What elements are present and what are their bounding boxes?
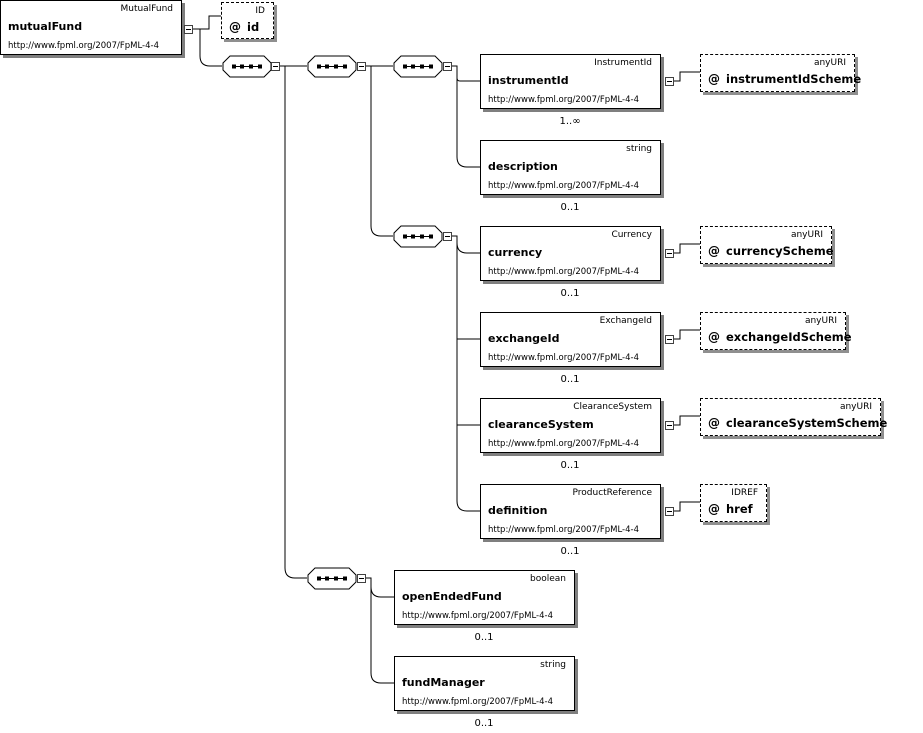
element-currency[interactable]: Currency currency http://www.fpml.org/20… <box>480 226 661 281</box>
attribute-marker: @ <box>708 330 720 344</box>
collapse-toggle-icon[interactable] <box>665 249 674 258</box>
attribute-type: ID <box>255 6 265 16</box>
element-namespace: http://www.fpml.org/2007/FpML-4-4 <box>488 525 640 535</box>
collapse-toggle-icon[interactable] <box>665 421 674 430</box>
element-namespace: http://www.fpml.org/2007/FpML-4-4 <box>488 439 640 449</box>
attribute-name: id <box>247 20 260 34</box>
attribute-name: currencyScheme <box>726 244 834 258</box>
attribute-marker: @ <box>229 20 241 34</box>
element-name: exchangeId <box>488 332 560 345</box>
element-name: clearanceSystem <box>488 418 594 431</box>
attribute-type: IDREF <box>731 488 758 498</box>
attribute-currencyScheme[interactable]: anyURI @ currencyScheme <box>700 226 834 264</box>
element-type: Currency <box>611 230 652 240</box>
collapse-toggle-icon[interactable] <box>443 62 452 71</box>
attribute-name: clearanceSystemScheme <box>726 416 888 430</box>
attribute-type: anyURI <box>813 58 846 68</box>
element-type: string <box>540 660 566 670</box>
multiplicity-label: 0..1 <box>560 374 580 385</box>
element-name: description <box>488 160 558 173</box>
element-namespace: http://www.fpml.org/2007/FpML-4-4 <box>488 353 640 363</box>
attribute-type: anyURI <box>804 316 837 326</box>
attribute-marker: @ <box>708 416 720 430</box>
element-instrumentId[interactable]: InstrumentId instrumentId http://www.fpm… <box>480 54 661 109</box>
element-namespace: http://www.fpml.org/2007/FpML-4-4 <box>402 697 554 707</box>
collapse-toggle-icon[interactable] <box>184 25 193 34</box>
multiplicity-label: 0..1 <box>474 632 494 643</box>
attribute-clearanceSystemScheme[interactable]: anyURI @ clearanceSystemScheme <box>700 398 887 436</box>
element-name: openEndedFund <box>402 590 502 603</box>
element-type: ProductReference <box>572 488 653 498</box>
attribute-name: href <box>726 502 753 516</box>
root-namespace: http://www.fpml.org/2007/FpML-4-4 <box>8 41 160 51</box>
attribute-marker: @ <box>708 72 720 86</box>
sequence-compositor-icon[interactable] <box>307 55 357 78</box>
collapse-toggle-icon[interactable] <box>357 62 366 71</box>
collapse-toggle-icon[interactable] <box>665 507 674 516</box>
attribute-type: anyURI <box>790 230 823 240</box>
element-type: ExchangeId <box>599 316 652 326</box>
sequence-compositor-icon[interactable] <box>393 55 443 78</box>
element-namespace: http://www.fpml.org/2007/FpML-4-4 <box>488 267 640 277</box>
attribute-marker: @ <box>708 244 720 258</box>
multiplicity-label: 0..1 <box>560 460 580 471</box>
sequence-compositor-icon[interactable] <box>307 567 357 590</box>
collapse-toggle-icon[interactable] <box>665 335 674 344</box>
element-name: currency <box>488 246 543 259</box>
attribute-href[interactable]: IDREF @ href <box>700 484 767 522</box>
collapse-toggle-icon[interactable] <box>665 77 674 86</box>
collapse-toggle-icon[interactable] <box>357 574 366 583</box>
element-openEndedFund[interactable]: boolean openEndedFund http://www.fpml.or… <box>394 570 575 625</box>
sequence-compositor-icon[interactable] <box>393 225 443 248</box>
attribute-name: instrumentIdScheme <box>726 72 862 86</box>
element-namespace: http://www.fpml.org/2007/FpML-4-4 <box>488 181 640 191</box>
multiplicity-label: 1..∞ <box>559 116 581 127</box>
element-type: InstrumentId <box>594 58 652 68</box>
attribute-id[interactable]: ID @ id <box>221 2 274 39</box>
element-fundManager[interactable]: string fundManager http://www.fpml.org/2… <box>394 656 575 711</box>
attribute-name: exchangeIdScheme <box>726 330 852 344</box>
attribute-instrumentIdScheme[interactable]: anyURI @ instrumentIdScheme <box>700 54 861 92</box>
element-description[interactable]: string description http://www.fpml.org/2… <box>480 140 661 195</box>
root-type: MutualFund <box>120 4 173 14</box>
element-name: fundManager <box>402 676 485 689</box>
attribute-exchangeIdScheme[interactable]: anyURI @ exchangeIdScheme <box>700 312 852 350</box>
root-name: mutualFund <box>8 20 83 33</box>
element-name: definition <box>488 504 548 517</box>
attribute-marker: @ <box>708 502 720 516</box>
element-definition[interactable]: ProductReference definition http://www.f… <box>480 484 661 539</box>
attribute-type: anyURI <box>839 402 872 412</box>
element-namespace: http://www.fpml.org/2007/FpML-4-4 <box>488 95 640 105</box>
element-clearanceSystem[interactable]: ClearanceSystem clearanceSystem http://w… <box>480 398 661 453</box>
element-exchangeId[interactable]: ExchangeId exchangeId http://www.fpml.or… <box>480 312 661 367</box>
element-namespace: http://www.fpml.org/2007/FpML-4-4 <box>402 611 554 621</box>
multiplicity-label: 0..1 <box>560 546 580 557</box>
element-type: string <box>626 144 652 154</box>
collapse-toggle-icon[interactable] <box>443 232 452 241</box>
sequence-compositor-icon[interactable] <box>222 55 272 78</box>
collapse-toggle-icon[interactable] <box>271 62 280 71</box>
element-name: instrumentId <box>488 74 569 87</box>
multiplicity-label: 0..1 <box>560 288 580 299</box>
element-type: ClearanceSystem <box>573 402 652 412</box>
multiplicity-label: 0..1 <box>560 202 580 213</box>
root-element-mutualFund[interactable]: MutualFund mutualFund http://www.fpml.or… <box>0 0 182 55</box>
element-type: boolean <box>530 574 566 584</box>
multiplicity-label: 0..1 <box>474 718 494 729</box>
